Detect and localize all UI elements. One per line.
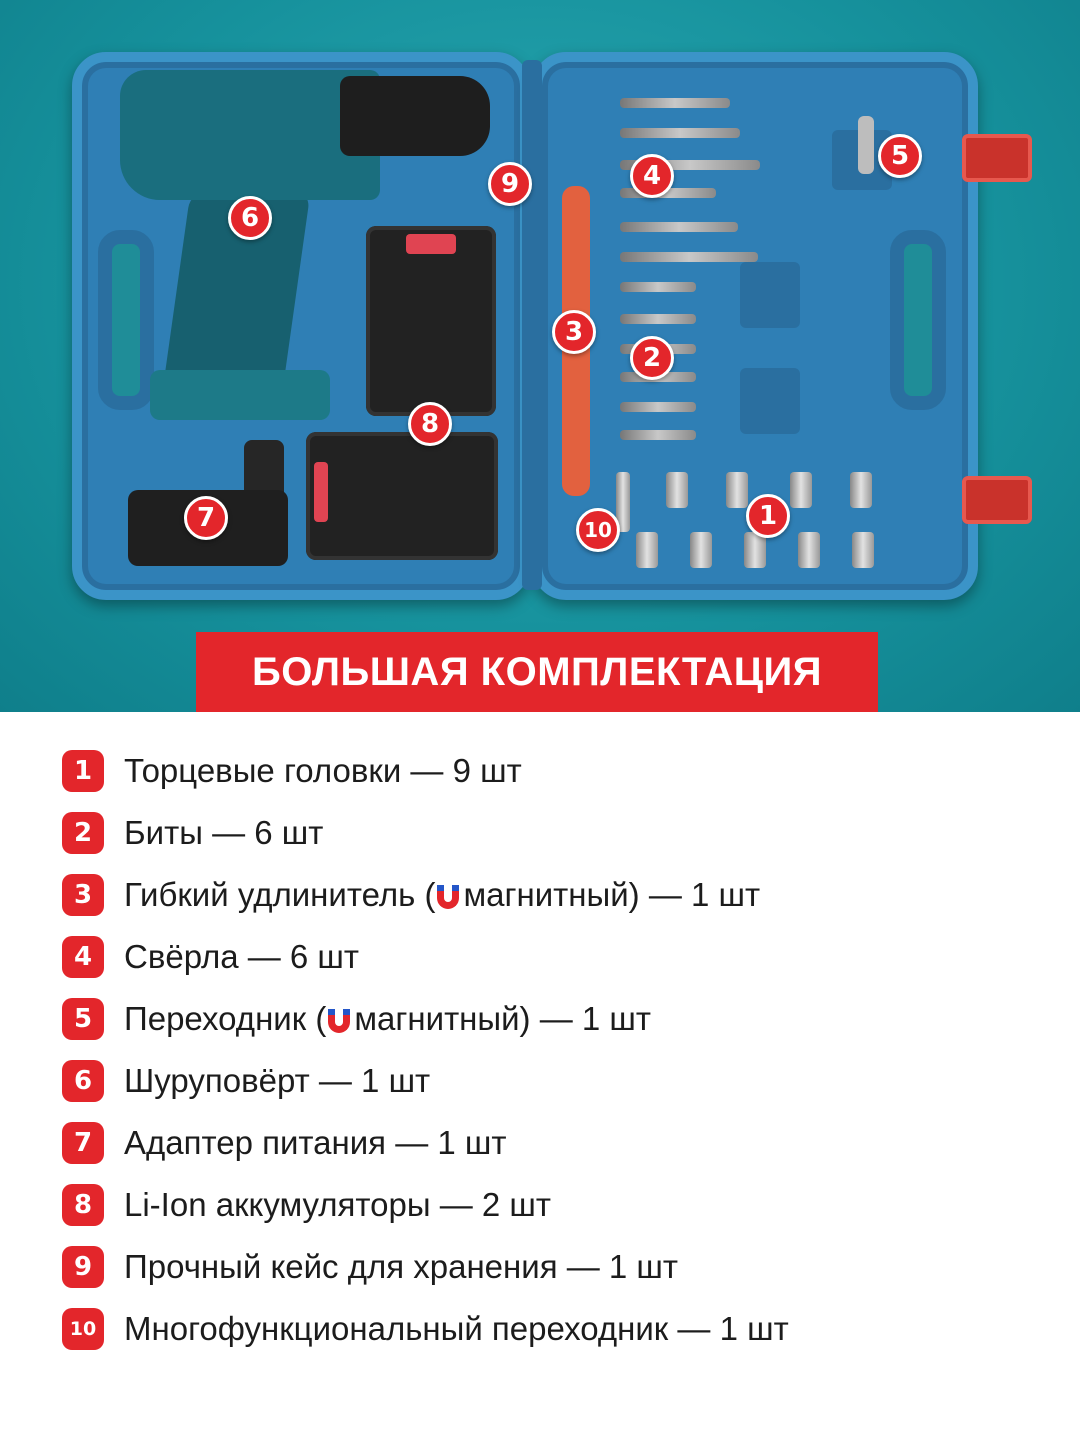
- drill-bit: [620, 188, 716, 198]
- item-label: Li-Ion аккумуляторы — 2 шт: [124, 1186, 552, 1223]
- battery-2: [306, 432, 498, 560]
- screw-bit: [620, 314, 696, 324]
- list-item: 10 Многофункциональный переходник — 1 шт: [62, 1298, 1042, 1360]
- item-number: 9: [62, 1246, 104, 1288]
- drill-base: [150, 370, 330, 420]
- list-item: 6 Шуруповёрт — 1 шт: [62, 1050, 1042, 1112]
- drill-bit: [620, 222, 738, 232]
- marker-5: 5: [878, 134, 922, 178]
- multi-adapter: [616, 472, 630, 532]
- item-number: 7: [62, 1122, 104, 1164]
- item-label: Переходник ( магнитный) — 1 шт: [124, 1000, 651, 1038]
- banner-title: БОЛЬШАЯ КОМПЛЕКТАЦИЯ: [196, 632, 878, 712]
- item-label: Гибкий удлинитель ( магнитный) — 1 шт: [124, 876, 760, 914]
- drill-chuck: [340, 76, 490, 156]
- item-label: Многофункциональный переходник — 1 шт: [124, 1310, 789, 1347]
- item-label: Адаптер питания — 1 шт: [124, 1124, 507, 1161]
- socket-head: [744, 532, 766, 568]
- item-label-after: магнитный) — 1 шт: [463, 876, 761, 913]
- marker-3: 3: [552, 310, 596, 354]
- marker-9: 9: [488, 162, 532, 206]
- screw-bit: [620, 282, 696, 292]
- item-label-before: Переходник (: [124, 1000, 327, 1037]
- screw-bit: [620, 430, 696, 440]
- list-item: 2 Биты — 6 шт: [62, 802, 1042, 864]
- marker-10: 10: [576, 508, 620, 552]
- case-handle-left: [98, 230, 154, 410]
- case-latch-bottom: [962, 476, 1032, 524]
- list-item: 8 Li-Ion аккумуляторы — 2 шт: [62, 1174, 1042, 1236]
- socket-head: [852, 532, 874, 568]
- drill-body: [120, 70, 380, 200]
- magnet-icon: [437, 885, 460, 909]
- list-item: 4 Свёрла — 6 шт: [62, 926, 1042, 988]
- screw-bit: [620, 402, 696, 412]
- list-item: 1 Торцевые головки — 9 шт: [62, 740, 1042, 802]
- contents-list: 1 Торцевые головки — 9 шт 2 Биты — 6 шт …: [62, 740, 1042, 1360]
- socket-head: [726, 472, 748, 508]
- item-number: 2: [62, 812, 104, 854]
- list-item: 7 Адаптер питания — 1 шт: [62, 1112, 1042, 1174]
- item-number: 8: [62, 1184, 104, 1226]
- list-item: 3 Гибкий удлинитель ( магнитный) — 1 шт: [62, 864, 1042, 926]
- item-number: 5: [62, 998, 104, 1040]
- case-hinge: [522, 60, 542, 590]
- socket-head: [636, 532, 658, 568]
- list-item: 5 Переходник ( магнитный) — 1 шт: [62, 988, 1042, 1050]
- item-number: 6: [62, 1060, 104, 1102]
- socket-head: [798, 532, 820, 568]
- item-number: 10: [62, 1308, 104, 1350]
- list-item: 9 Прочный кейс для хранения — 1 шт: [62, 1236, 1042, 1298]
- socket-head: [850, 472, 872, 508]
- item-label: Торцевые головки — 9 шт: [124, 752, 522, 789]
- item-number: 1: [62, 750, 104, 792]
- socket-head: [790, 472, 812, 508]
- marker-7: 7: [184, 496, 228, 540]
- magnet-icon: [328, 1009, 351, 1033]
- drill-bit: [620, 252, 758, 262]
- item-label: Свёрла — 6 шт: [124, 938, 359, 975]
- socket-head: [666, 472, 688, 508]
- item-label: Шуруповёрт — 1 шт: [124, 1062, 431, 1099]
- product-photo: 1 2 3 4 5 6 7 8 9 10: [0, 0, 1080, 712]
- magnetic-adapter: [858, 116, 874, 174]
- item-number: 4: [62, 936, 104, 978]
- case-latch-top: [962, 134, 1032, 182]
- case-handle-right: [890, 230, 946, 410]
- case-slot: [740, 262, 800, 328]
- socket-head: [690, 532, 712, 568]
- drill-bit: [620, 160, 760, 170]
- case-slot: [740, 368, 800, 434]
- marker-8: 8: [408, 402, 452, 446]
- drill-bit: [620, 128, 740, 138]
- drill-bit: [620, 98, 730, 108]
- item-label: Биты — 6 шт: [124, 814, 324, 851]
- marker-2: 2: [630, 336, 674, 380]
- marker-4: 4: [630, 154, 674, 198]
- marker-6: 6: [228, 196, 272, 240]
- battery-1: [366, 226, 496, 416]
- marker-1: 1: [746, 494, 790, 538]
- item-label: Прочный кейс для хранения — 1 шт: [124, 1248, 679, 1285]
- item-number: 3: [62, 874, 104, 916]
- item-label-after: магнитный) — 1 шт: [354, 1000, 651, 1037]
- item-label-before: Гибкий удлинитель (: [124, 876, 436, 913]
